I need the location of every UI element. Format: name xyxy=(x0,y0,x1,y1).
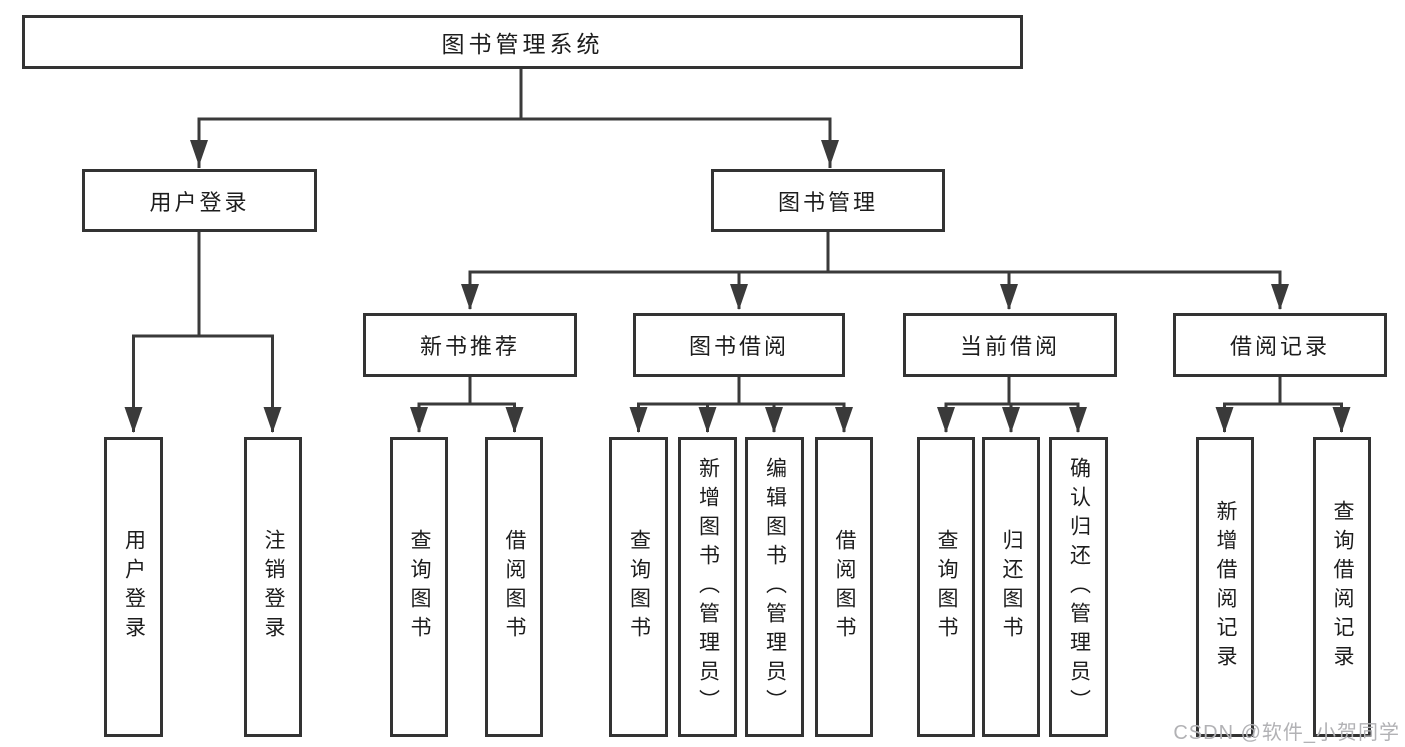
node-leaf-borrow-book-1: 借阅图书 xyxy=(485,437,543,737)
node-book-borrow: 图书借阅 xyxy=(633,313,845,377)
connector-book-borrow xyxy=(629,377,853,433)
watermark: CSDN @软件_小贺同学 xyxy=(1173,722,1400,744)
node-leaf-query-book-1: 查询图书 xyxy=(390,437,448,737)
node-library-management-system: 图书管理系统 xyxy=(22,15,1023,69)
node-current-borrow: 当前借阅 xyxy=(903,313,1117,377)
node-leaf-add-borrow-record: 新增借阅记录 xyxy=(1196,437,1254,737)
node-leaf-return-book: 归还图书 xyxy=(982,437,1040,737)
connector-root xyxy=(190,69,839,168)
node-leaf-borrow-book-2: 借阅图书 xyxy=(815,437,873,737)
connector-user-login xyxy=(124,232,282,433)
node-new-book-recommend: 新书推荐 xyxy=(363,313,577,377)
node-leaf-confirm-return-admin: 确认归还（管理员） xyxy=(1049,437,1108,737)
node-leaf-user-login: 用户登录 xyxy=(104,437,163,737)
connector-borrow-record xyxy=(1215,377,1351,433)
node-leaf-logout: 注销登录 xyxy=(244,437,302,737)
node-leaf-query-book-3: 查询图书 xyxy=(917,437,975,737)
connector-new-book-recommend xyxy=(410,377,524,433)
connector-book-management xyxy=(461,232,1289,310)
node-book-management: 图书管理 xyxy=(711,169,945,232)
node-leaf-add-book-admin: 新增图书（管理员） xyxy=(678,437,737,737)
node-user-login: 用户登录 xyxy=(82,169,317,232)
connector-current-borrow xyxy=(937,377,1087,433)
node-leaf-query-book-2: 查询图书 xyxy=(609,437,668,737)
node-leaf-edit-book-admin: 编辑图书（管理员） xyxy=(745,437,804,737)
node-leaf-query-borrow-record: 查询借阅记录 xyxy=(1313,437,1371,737)
node-borrow-record: 借阅记录 xyxy=(1173,313,1387,377)
